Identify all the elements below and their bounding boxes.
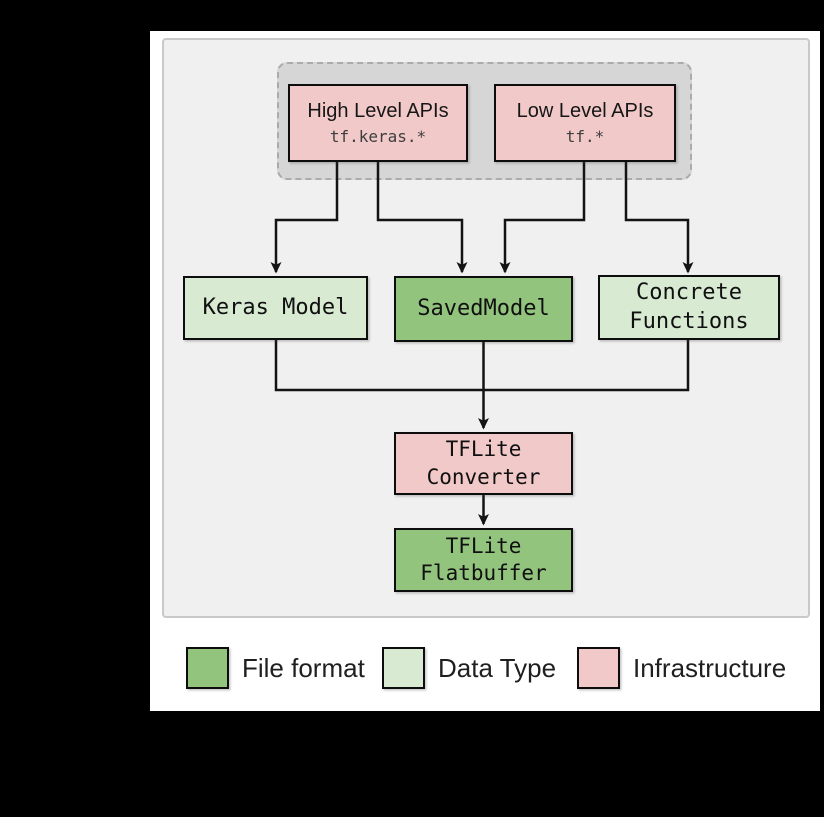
node-saved-model: SavedModel: [394, 276, 573, 342]
tflite-converter-label-line1: TFLite: [445, 437, 522, 462]
node-tflite-flatbuffer: TFLite Flatbuffer: [394, 528, 573, 592]
tflite-flatbuffer-label-line2: Flatbuffer: [420, 561, 547, 585]
tflite-converter-label-line2: Converter: [426, 464, 541, 489]
legend-item-file-format: File format: [186, 646, 365, 690]
legend-item-infrastructure: Infrastructure: [577, 646, 786, 690]
legend-swatch-infrastructure: [577, 647, 620, 689]
node-tflite-converter: TFLite Converter: [394, 432, 573, 495]
legend-swatch-data-type: [382, 647, 425, 689]
diagram-card: High Level APIs tf.keras.* Low Level API…: [150, 31, 820, 711]
legend-label-data-type: Data Type: [438, 652, 557, 683]
node-low-level-apis: Low Level APIs tf.*: [494, 84, 676, 162]
node-high-level-apis: High Level APIs tf.keras.*: [288, 84, 468, 162]
legend-label-infrastructure: Infrastructure: [633, 652, 787, 683]
high-level-apis-subtitle: tf.keras.*: [329, 127, 427, 147]
tflite-flatbuffer-label-line1: TFLite: [445, 533, 522, 558]
legend-swatch-file-format: [186, 647, 229, 689]
legend-item-data-type: Data Type: [382, 646, 556, 690]
high-level-apis-title: High Level APIs: [307, 100, 449, 123]
low-level-apis-title: Low Level APIs: [516, 100, 654, 123]
node-keras-model: Keras Model: [183, 276, 368, 340]
concrete-functions-label-line1: Concrete: [636, 279, 742, 305]
concrete-functions-label-line2: Functions: [629, 308, 749, 334]
low-level-apis-subtitle: tf.*: [565, 127, 605, 147]
keras-model-label: Keras Model: [202, 294, 349, 320]
legend-label-file-format: File format: [242, 652, 365, 683]
saved-model-label: SavedModel: [417, 295, 550, 321]
node-concrete-functions: Concrete Functions: [598, 275, 780, 340]
